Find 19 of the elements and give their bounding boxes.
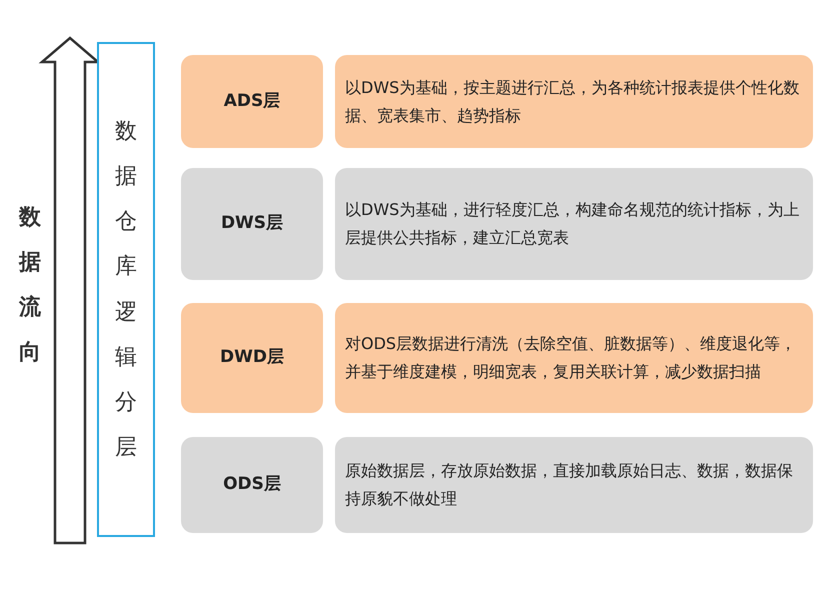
layer-box: [181, 168, 323, 280]
layer-name: ADS层: [224, 90, 280, 113]
layer-description: 原始数据层，存放原始数据，直接加载原始日志、数据，数据保持原貌不做处理: [345, 460, 794, 510]
layer-box: [181, 437, 323, 533]
layer-box: [181, 303, 323, 413]
layer-description: 以DWS为基础，按主题进行汇总，为各种统计报表提供个性化数据、宽表集市、趋势指标: [345, 76, 800, 126]
description-box: [335, 303, 813, 413]
description-box: [335, 168, 813, 280]
title-panel: [97, 42, 155, 537]
layer-description: 对ODS层数据进行清洗（去除空值、脏数据等）、维度退化等，并基于维度建模，明细宽表，复用关联计算，减少数据扫描: [345, 333, 798, 383]
description-box: [335, 437, 813, 533]
layer-box: [181, 55, 323, 148]
layer-name: DWS层: [220, 212, 284, 236]
vertical-label: 数据流向: [19, 204, 41, 368]
layer-name: ODS层: [223, 473, 281, 496]
description-box: [335, 55, 813, 148]
vertical-title: 数据仓库逻辑分层: [115, 118, 137, 462]
layer-description: 以DWS为基础，进行轻度汇总，构建命名规范的统计指标，为上层提供公共指标，建立汇总宽表: [345, 199, 800, 249]
layer-name: DWD层: [220, 346, 284, 370]
